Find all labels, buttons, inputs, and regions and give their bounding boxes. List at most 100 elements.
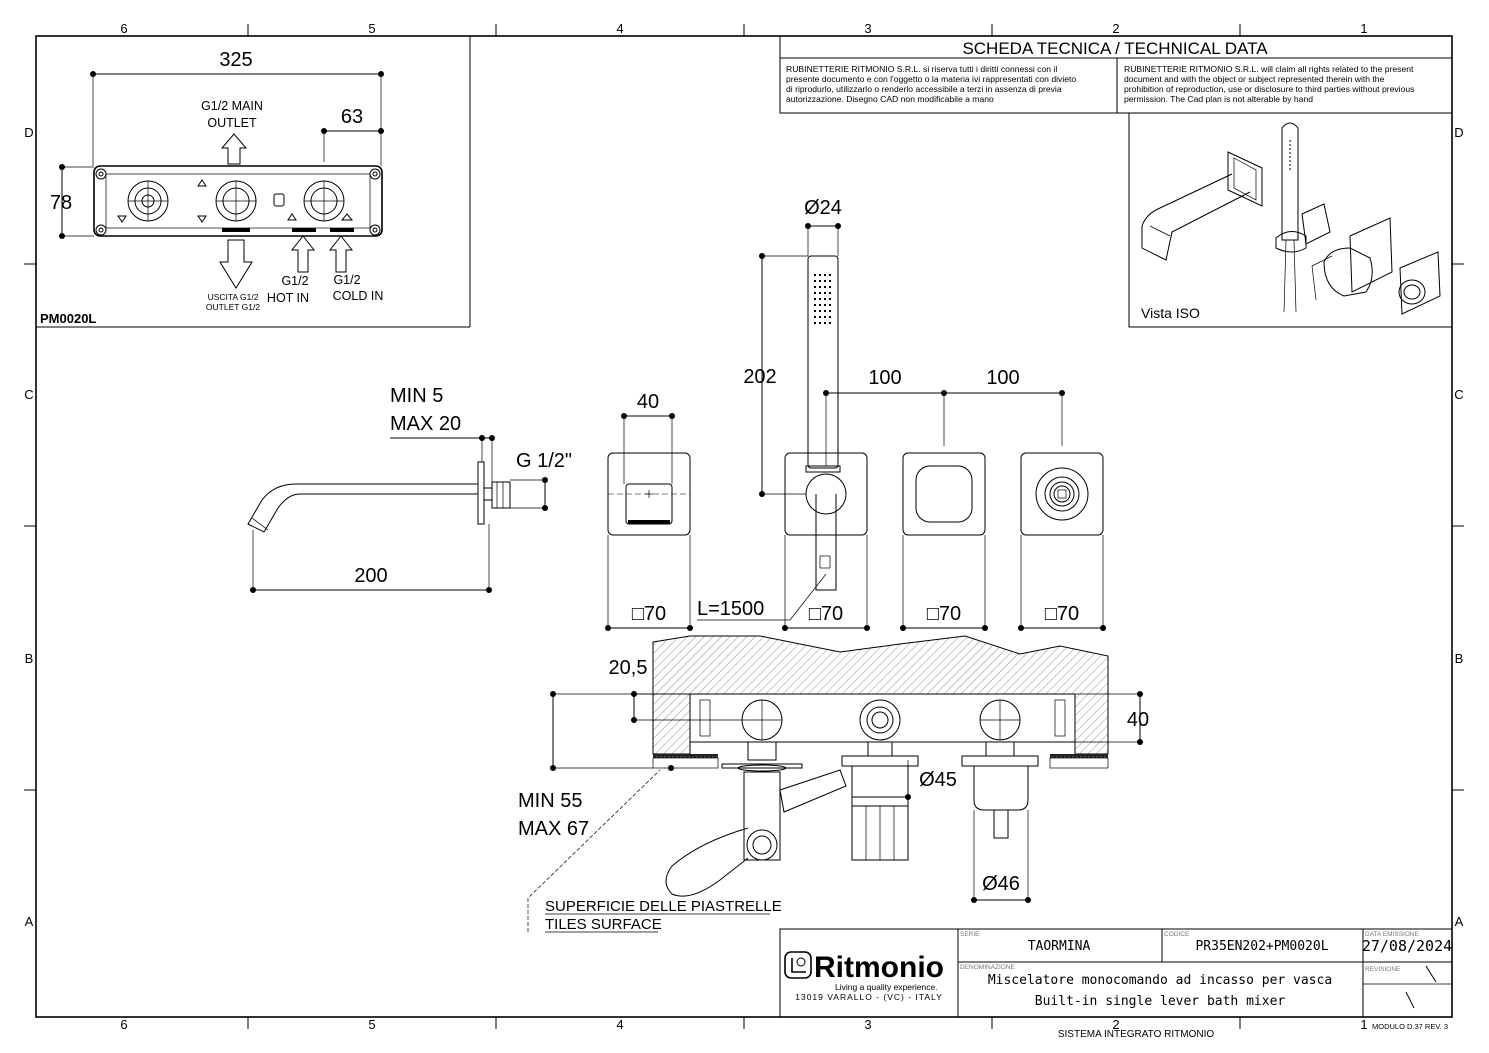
col-marker: 2 [1112, 21, 1119, 36]
row-marker: A [1455, 914, 1464, 929]
main-outlet-arrow [220, 133, 248, 165]
notice-en-line: RUBINETTERIE RITMONIO S.R.L. will claim … [1124, 64, 1414, 74]
hand-shower [807, 255, 839, 469]
field-label: SERIE [960, 931, 980, 938]
row-marker: B [25, 651, 34, 666]
notice-en-line: prohibition of reproduction, use or disc… [1124, 84, 1414, 94]
tiles-label: TILES SURFACE [545, 916, 662, 933]
data-value: 27/08/2024 [1362, 937, 1452, 955]
spout-length: 200 [354, 565, 387, 587]
notice-en-line: permission. The Cad plan is not alterabl… [1124, 94, 1313, 104]
col-marker: 4 [616, 21, 623, 36]
tiles-label: SUPERFICIE DELLE PIASTRELLE [545, 898, 782, 915]
front-dim-40: 40 [637, 391, 659, 413]
drawing-frame [24, 24, 1464, 1029]
col-marker: 1 [1360, 1017, 1367, 1032]
field-label: CODICE [1164, 931, 1190, 938]
plate-label: □70 [809, 603, 843, 625]
field-label: DENOMINAZIONE [960, 964, 1016, 971]
hot-in-label: G1/2 [281, 274, 308, 288]
section-dim-d45: Ø45 [919, 769, 957, 791]
row-markers-left: D C B A [24, 125, 33, 929]
footer-system: SISTEMA INTEGRATO RITMONIO [1058, 1029, 1215, 1040]
box-width-dim: 325 [219, 49, 252, 71]
front-dim-100b: 100 [986, 367, 1019, 389]
section-dim-d46: Ø46 [982, 873, 1020, 895]
col-marker: 6 [120, 1017, 127, 1032]
col-marker: 5 [368, 1017, 375, 1032]
codice-value: PR35EN202+PM0020L [1195, 939, 1328, 954]
section-minmax: MAX 67 [518, 818, 589, 840]
row-marker: D [24, 125, 33, 140]
section-dim-205: 20,5 [609, 657, 648, 679]
section-minmax: MIN 55 [518, 790, 582, 812]
box-right-dim: 63 [341, 106, 363, 128]
spout-thread: G 1/2" [516, 450, 572, 472]
col-marker: 4 [616, 1017, 623, 1032]
valve-center [215, 180, 257, 222]
hot-in-arrow [290, 235, 316, 273]
plate-diverter [1020, 452, 1104, 536]
hot-in-label: HOT IN [267, 291, 309, 305]
description-en: Built-in single lever bath mixer [1035, 994, 1286, 1009]
col-marker: 1 [1360, 21, 1367, 36]
serie-value: TAORMINA [1028, 939, 1091, 954]
column-markers-top: 6 5 4 3 2 1 [120, 21, 1367, 36]
iso-view: Vista ISO [1128, 112, 1453, 328]
cold-in-label: COLD IN [333, 289, 384, 303]
box-view: PM0020L 325 [36, 36, 471, 328]
row-markers-right: D C B A [1454, 125, 1463, 929]
row-marker: D [1454, 125, 1463, 140]
uscita-label: OUTLET G1/2 [206, 302, 260, 312]
plate-width-dims [605, 535, 1106, 631]
col-marker: 2 [1112, 1017, 1119, 1032]
footer-module: MODULO D.37 REV. 3 [1372, 1022, 1448, 1031]
plate-label: □70 [632, 603, 666, 625]
cold-in-label: G1/2 [333, 273, 360, 287]
notice-it-line: di riprodurlo, utilizzarlo o renderlo ac… [786, 84, 1062, 94]
field-label: REVISIONE [1365, 966, 1401, 973]
col-marker: 6 [120, 21, 127, 36]
main-outlet-label: G1/2 MAIN [201, 99, 263, 113]
section-view: 20,5 40 MIN 55 MAX 67 Ø45 Ø46 SUPERFICIE… [518, 635, 1149, 933]
column-markers-bottom: 6 5 4 3 2 1 [120, 1017, 1367, 1032]
box-height-dim: 78 [50, 192, 72, 214]
col-marker: 3 [864, 1017, 871, 1032]
row-marker: A [25, 914, 34, 929]
plate-label: □70 [1045, 603, 1079, 625]
row-marker: C [24, 387, 33, 402]
description-it: Miscelatore monocomando ad incasso per v… [988, 973, 1332, 988]
notice-it-line: presente documento e con l'oggetto o la … [786, 74, 1076, 84]
title-block: Ritmonio Living a quality experience. 13… [779, 928, 1453, 1040]
row-marker: B [1455, 651, 1464, 666]
header-title: SCHEDA TECNICA / TECHNICAL DATA [962, 39, 1268, 58]
field-label: DATA EMISSIONE [1365, 931, 1420, 938]
spout-view: MIN 5 MAX 20 G 1/2" 200 [247, 385, 572, 593]
front-view: 40 Ø24 202 [605, 197, 1106, 631]
front-dim-202: 202 [743, 366, 776, 388]
notice-it-line: RUBINETTERIE RITMONIO S.R.L. si riserva … [786, 64, 1057, 74]
section-dim-40: 40 [1127, 709, 1149, 731]
plate-label: □70 [927, 603, 961, 625]
notice-en-line: document and with the object or subject … [1124, 74, 1385, 84]
iso-view-label: Vista ISO [1141, 305, 1200, 321]
brand-address: 13019 VARALLO - (VC) - ITALY [795, 992, 943, 1002]
spout-minmax: MIN 5 [390, 385, 443, 407]
valve-left [127, 180, 169, 222]
col-marker: 5 [368, 21, 375, 36]
valve-right [303, 180, 345, 222]
header-block: SCHEDA TECNICA / TECHNICAL DATA RUBINETT… [779, 35, 1453, 114]
col-marker: 3 [864, 21, 871, 36]
cold-in-arrow [328, 235, 354, 273]
main-outlet-label: OUTLET [207, 116, 257, 130]
ritmonio-logo-icon [784, 951, 812, 979]
plate-blank [902, 452, 986, 536]
uscita-arrow [219, 239, 253, 289]
box-code-label: PM0020L [40, 311, 96, 326]
brand-name: Ritmonio [814, 951, 944, 984]
notice-it-line: autorizzazione. Disegno CAD non modifica… [786, 94, 994, 104]
front-dim-100a: 100 [868, 367, 901, 389]
brand-tagline: Living a quality experience. [835, 982, 938, 992]
spout-minmax: MAX 20 [390, 413, 461, 435]
